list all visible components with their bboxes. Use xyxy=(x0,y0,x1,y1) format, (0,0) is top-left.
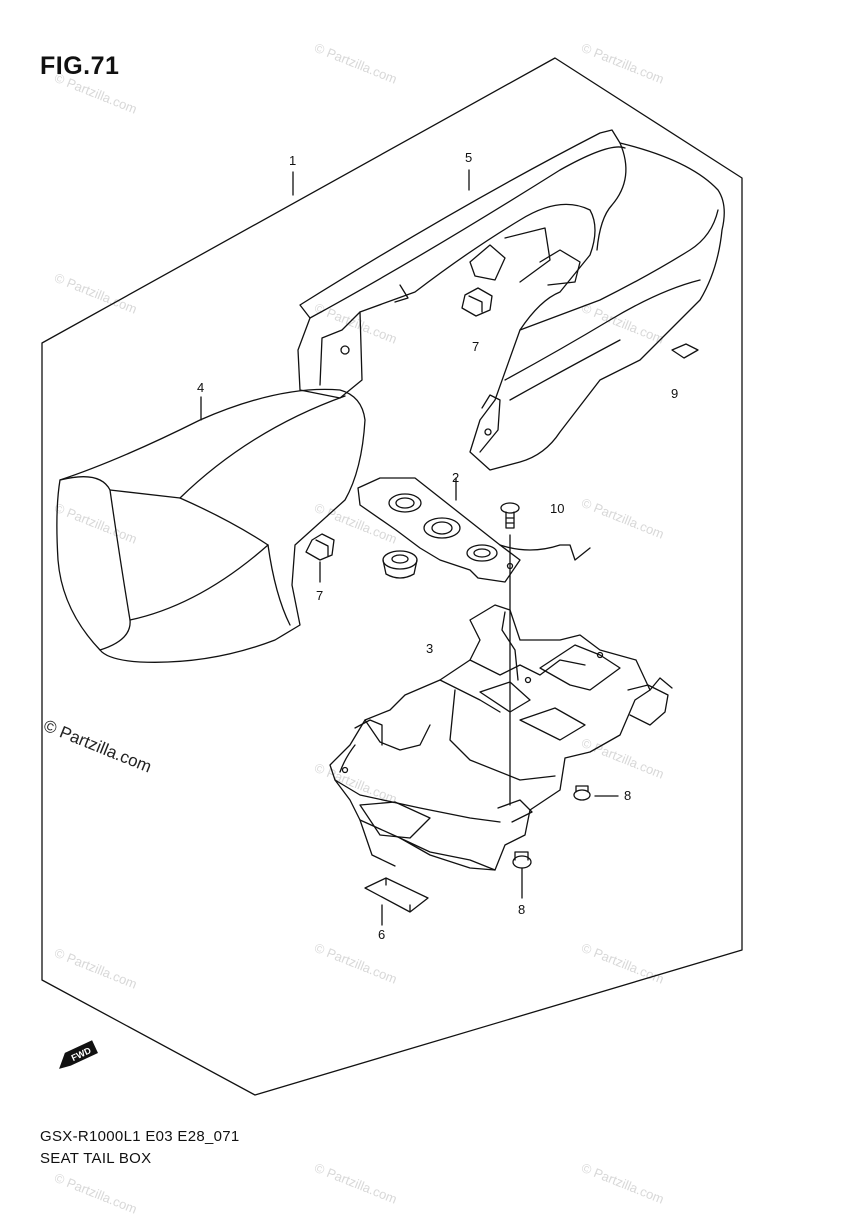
pad-part xyxy=(364,877,429,913)
assembly-name: SEAT TAIL BOX xyxy=(40,1150,152,1167)
figure-title: FIG.71 xyxy=(40,52,120,80)
tail-box-tray-part xyxy=(329,604,673,871)
callout-9: 9 xyxy=(671,386,678,401)
callout-5: 5 xyxy=(465,150,472,165)
callout-4: 4 xyxy=(197,380,204,395)
callout-7: 7 xyxy=(472,339,479,354)
callout-10: 10 xyxy=(550,501,564,516)
model-code: GSX-R1000L1 E03 E28_071 xyxy=(40,1128,240,1145)
callout-6: 6 xyxy=(378,927,385,942)
callout-3: 3 xyxy=(426,641,433,656)
callout-8: 8 xyxy=(624,788,631,803)
callout-2: 2 xyxy=(452,470,459,485)
callout-8: 8 xyxy=(518,902,525,917)
fwd-arrow-icon: FWD xyxy=(59,1040,98,1069)
bolt-part xyxy=(512,785,591,869)
screw-part xyxy=(500,502,520,529)
plate-bracket-part xyxy=(357,477,591,583)
clip-part xyxy=(305,287,493,561)
seat-part xyxy=(56,388,366,663)
grommet-part xyxy=(382,550,418,579)
assembly-outline xyxy=(41,57,743,1096)
tail-cowl-part xyxy=(297,129,725,471)
callout-1: 1 xyxy=(289,153,296,168)
callout-7: 7 xyxy=(316,588,323,603)
pad-part xyxy=(671,343,699,359)
